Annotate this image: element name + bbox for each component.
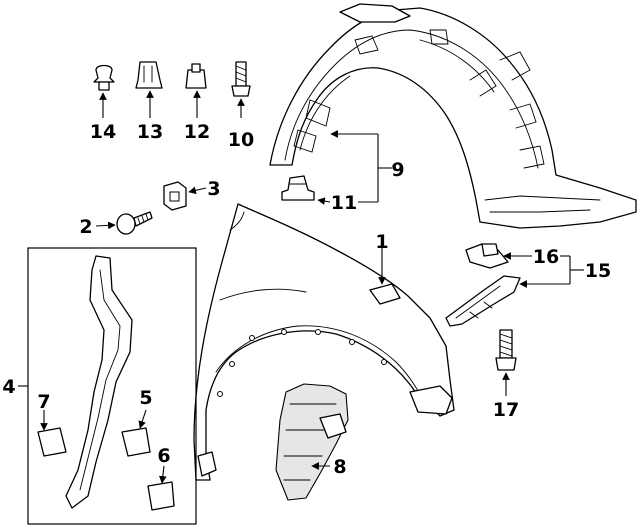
- bolt-17-part: [495, 329, 517, 371]
- callout-15: 15: [585, 260, 611, 282]
- callout-1: 1: [375, 231, 388, 253]
- callout-17: 17: [493, 399, 519, 421]
- fender-liner-part: [269, 3, 637, 229]
- clip-16-part: [465, 243, 509, 269]
- callout-12: 12: [184, 121, 210, 143]
- leader-lines: [18, 90, 584, 484]
- callout-8: 8: [333, 456, 346, 478]
- screw-2-part: [116, 211, 153, 235]
- callout-16: 16: [533, 246, 559, 268]
- callout-6: 6: [157, 445, 170, 467]
- clip-13-part: [135, 61, 163, 89]
- callout-14: 14: [90, 121, 116, 143]
- callout-9: 9: [391, 159, 404, 181]
- front-fender-part: [193, 203, 455, 481]
- clip-12-part: [185, 63, 207, 89]
- callout-10: 10: [228, 129, 254, 151]
- clip-11-part: [281, 175, 315, 201]
- callout-3: 3: [207, 178, 220, 200]
- bolt-10-part: [231, 61, 251, 97]
- clip-14-part: [93, 64, 115, 91]
- callout-4: 4: [2, 376, 15, 398]
- seal-4-part: [65, 255, 133, 509]
- callout-5: 5: [139, 387, 152, 409]
- callout-11: 11: [331, 192, 357, 214]
- bracket-6-part: [147, 481, 175, 511]
- splash-shield-part: [275, 383, 349, 501]
- callout-7: 7: [37, 391, 50, 413]
- bracket-15-part: [445, 275, 521, 327]
- bracket-5-part: [121, 427, 151, 457]
- callout-13: 13: [137, 121, 163, 143]
- bracket-7-part: [37, 427, 67, 457]
- callout-2: 2: [79, 216, 92, 238]
- callout-labels: 14 13 12 10 3 2 1 9 11 16 15 17 8 4 7 5 …: [2, 121, 611, 478]
- clip-3-part: [163, 181, 187, 211]
